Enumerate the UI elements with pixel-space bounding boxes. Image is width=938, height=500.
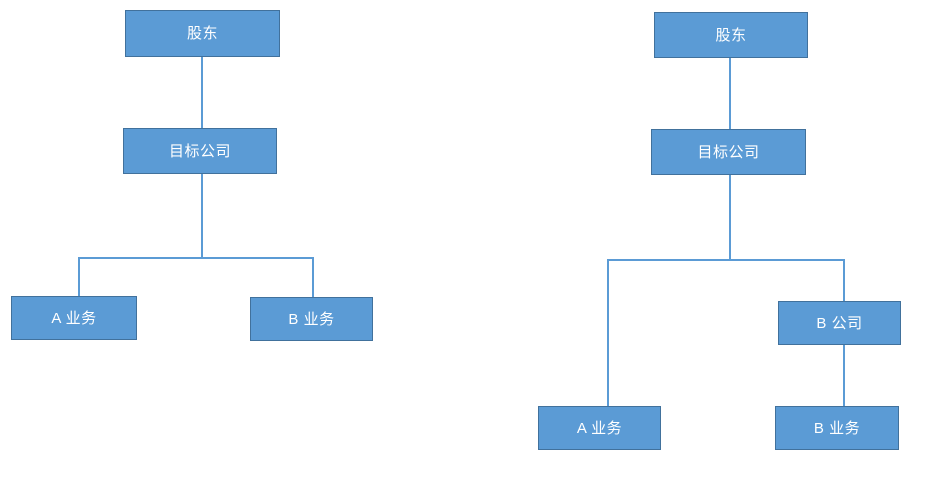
node-business-b[interactable]: B 业务	[250, 297, 373, 341]
connector-horizontal-bus	[607, 259, 845, 261]
node-target-company[interactable]: 目标公司	[123, 128, 277, 174]
node-business-b[interactable]: B 业务	[775, 406, 899, 450]
connector-shareholder-to-target	[729, 58, 731, 129]
connector-shareholder-to-target	[201, 57, 203, 128]
node-shareholder[interactable]: 股东	[125, 10, 280, 57]
node-company-b[interactable]: B 公司	[778, 301, 901, 345]
connector-company-b-to-business-b	[843, 345, 845, 406]
node-business-a[interactable]: A 业务	[538, 406, 661, 450]
connector-bus-to-business-a	[607, 259, 609, 406]
connector-bus-to-business-b	[312, 257, 314, 297]
node-business-a[interactable]: A 业务	[11, 296, 137, 340]
connector-bus-to-business-a	[78, 257, 80, 296]
connector-target-down	[729, 175, 731, 260]
connector-target-down	[201, 174, 203, 258]
node-shareholder[interactable]: 股东	[654, 12, 808, 58]
connector-horizontal-bus	[78, 257, 314, 259]
connector-bus-to-company-b	[843, 259, 845, 301]
node-target-company[interactable]: 目标公司	[651, 129, 806, 175]
